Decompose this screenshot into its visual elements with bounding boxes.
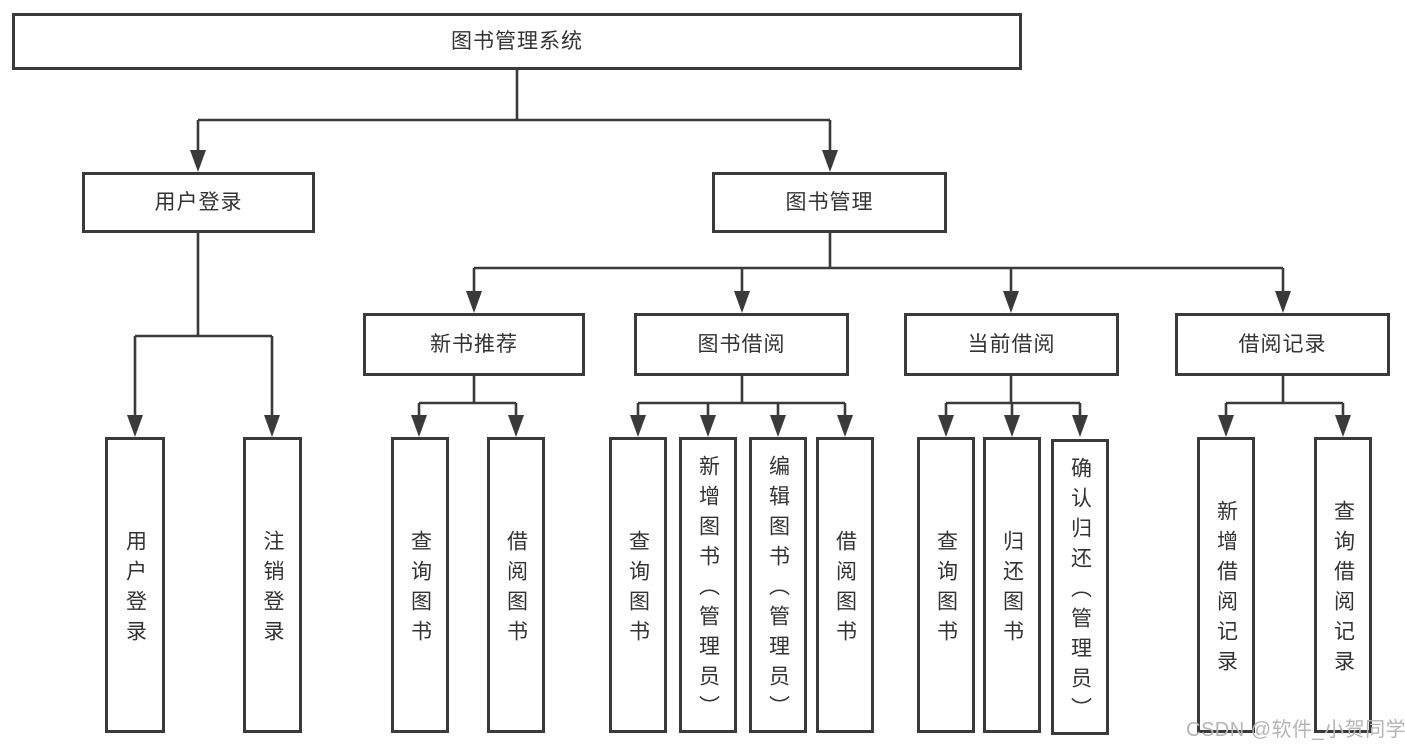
- leaf-query-book-current-label: 查询图书: [934, 529, 958, 650]
- leaf-query-borrow-record: 查询借阅记录: [1314, 437, 1372, 733]
- node-book-management-label: 图书管理: [785, 191, 874, 214]
- leaf-query-book-borrow: 查询图书: [609, 437, 667, 733]
- node-current-borrow-label: 当前借阅: [967, 333, 1056, 356]
- leaf-query-book-recommend: 查询图书: [391, 437, 449, 733]
- leaf-add-book-admin: 新增图书（管理员）: [679, 437, 737, 733]
- leaf-add-borrow-record-label: 新增借阅记录: [1214, 499, 1238, 680]
- leaf-edit-book-admin: 编辑图书（管理员）: [749, 437, 807, 733]
- leaf-query-book-borrow-label: 查询图书: [626, 529, 650, 650]
- node-borrow-records-label: 借阅记录: [1238, 333, 1327, 356]
- node-book-borrow: 图书借阅: [634, 313, 849, 376]
- leaf-return-book: 归还图书: [983, 437, 1041, 733]
- leaf-user-login-label: 用户登录: [123, 529, 147, 650]
- node-book-management: 图书管理: [712, 172, 947, 233]
- node-root-system: 图书管理系统: [12, 13, 1022, 70]
- leaf-user-login: 用户登录: [105, 437, 165, 733]
- node-new-book-recommend: 新书推荐: [363, 313, 585, 376]
- node-root-system-label: 图书管理系统: [451, 30, 583, 53]
- leaf-add-borrow-record: 新增借阅记录: [1197, 437, 1255, 733]
- leaf-return-book-label: 归还图书: [1000, 529, 1024, 650]
- leaf-query-book-current: 查询图书: [917, 437, 975, 733]
- leaf-logout: 注销登录: [243, 437, 302, 733]
- node-user-login: 用户登录: [82, 172, 315, 233]
- leaf-borrow-book-borrow: 借阅图书: [816, 437, 874, 733]
- leaf-edit-book-admin-label: 编辑图书（管理员）: [766, 454, 790, 725]
- leaf-query-book-recommend-label: 查询图书: [408, 529, 432, 650]
- node-user-login-label: 用户登录: [154, 191, 243, 214]
- node-borrow-records: 借阅记录: [1175, 313, 1390, 376]
- leaf-borrow-book-recommend-label: 借阅图书: [504, 529, 528, 650]
- node-current-borrow: 当前借阅: [904, 313, 1119, 376]
- leaf-logout-label: 注销登录: [261, 529, 284, 650]
- leaf-borrow-book-borrow-label: 借阅图书: [833, 529, 857, 650]
- node-new-book-recommend-label: 新书推荐: [430, 333, 518, 356]
- leaf-borrow-book-recommend: 借阅图书: [487, 437, 545, 733]
- node-book-borrow-label: 图书借阅: [697, 333, 786, 356]
- leaf-confirm-return-admin: 确认归还（管理员）: [1051, 439, 1109, 735]
- leaf-query-borrow-record-label: 查询借阅记录: [1331, 499, 1355, 680]
- csdn-watermark: CSDN @软件_小贺同学: [1186, 719, 1405, 741]
- leaf-confirm-return-admin-label: 确认归还（管理员）: [1068, 456, 1092, 727]
- leaf-add-book-admin-label: 新增图书（管理员）: [696, 454, 720, 725]
